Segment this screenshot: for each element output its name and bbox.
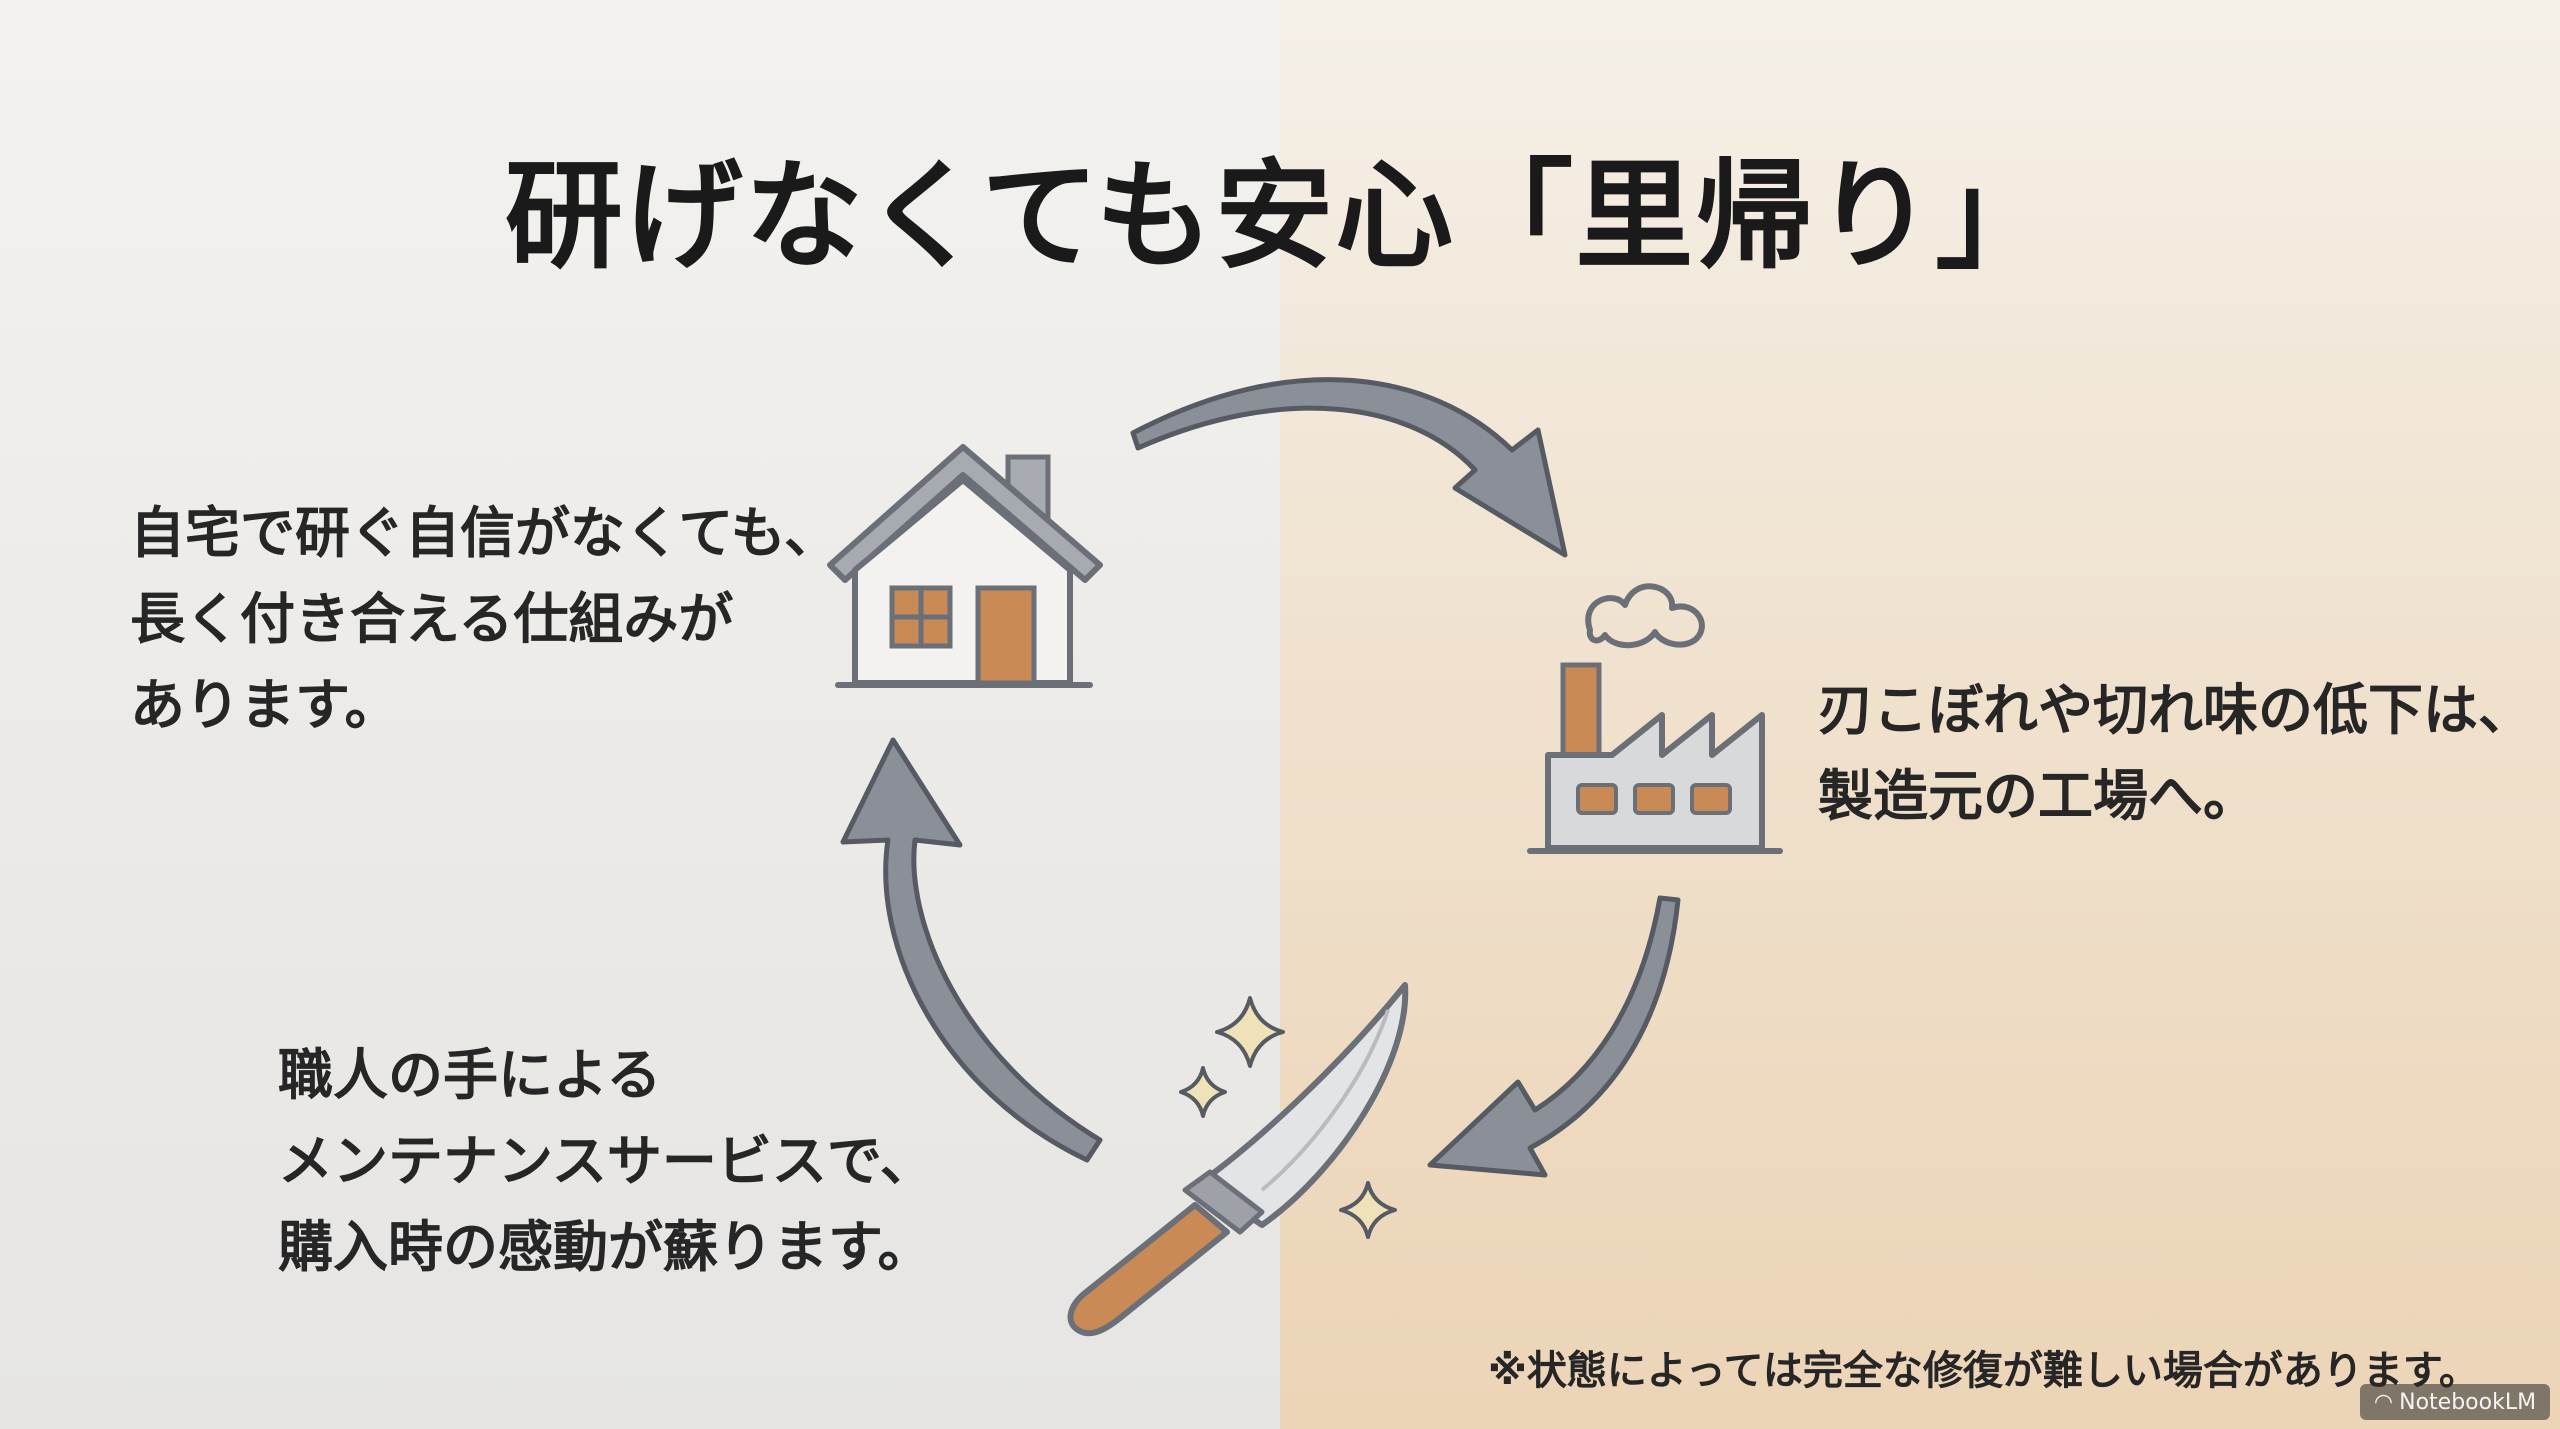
caption-line: 自宅で研ぐ自信がなくても、: [130, 501, 839, 565]
arrow-home-to-factory: [1130, 377, 1568, 558]
caption-home: 自宅で研ぐ自信がなくても、 長く付き合える仕組みが あります。: [130, 490, 839, 748]
footnote: ※状態によっては完全な修復が難しい場合があります。: [1488, 1348, 2479, 1394]
background-left-panel: [0, 0, 1280, 1429]
caption-line: 職人の手による: [278, 1043, 662, 1107]
background-right-panel: [1280, 0, 2560, 1429]
sparkle-icon: [1179, 1066, 1227, 1118]
caption-line: メンテナンスサービスで、: [278, 1129, 935, 1193]
caption-line: 長く付き合える仕組みが: [130, 587, 734, 651]
arrow-knife-to-home: [840, 737, 1103, 1163]
watermark-label: NotebookLM: [2399, 1389, 2537, 1415]
caption-craftsman: 職人の手による メンテナンスサービスで、 購入時の感動が蘇ります。: [278, 1032, 935, 1290]
notebooklm-logo-icon: ◠: [2373, 1389, 2394, 1415]
slide-title: 研げなくても安心「里帰り」: [504, 146, 2056, 285]
kitchen-knife-icon: [1067, 982, 1409, 1337]
house-icon: [827, 444, 1103, 688]
caption-line: 製造元の工場へ。: [1818, 764, 2259, 828]
arrow-factory-to-knife: [1427, 895, 1681, 1178]
sparkle-icon: [1215, 996, 1285, 1068]
caption-line: あります。: [130, 673, 400, 737]
sparkle-icon: [1339, 1181, 1397, 1239]
caption-line: 刃こぼれや切れ味の低下は、: [1818, 678, 2534, 742]
notebooklm-watermark: ◠ NotebookLM: [2360, 1384, 2550, 1420]
factory-icon: [1527, 583, 1783, 854]
caption-line: 購入時の感動が蘇ります。: [278, 1215, 933, 1279]
caption-factory: 刃こぼれや切れ味の低下は、 製造元の工場へ。: [1818, 667, 2533, 839]
